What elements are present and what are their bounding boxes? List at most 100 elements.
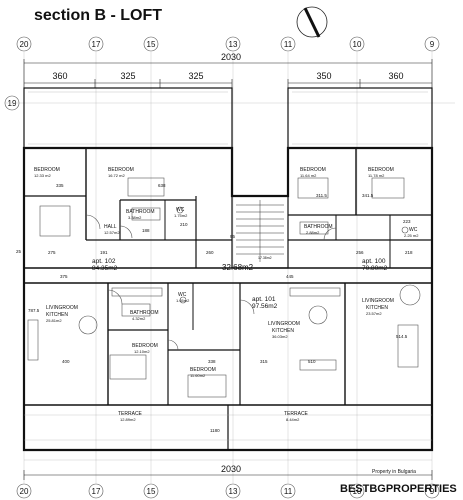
room-kitchen-left: KITCHEN — [46, 312, 68, 318]
area-bath-left-lower: 4.32m2 — [132, 316, 146, 321]
area-bath-left-upper: 3.38m2 — [128, 215, 142, 220]
axis-label: 13 — [229, 40, 238, 49]
top-dim: 350 — [316, 71, 331, 81]
bathtub-icon — [299, 221, 329, 235]
room-kitchen-right: KITCHEN — [366, 305, 388, 311]
area-bed-left-2: 16.72 m2 — [108, 173, 125, 178]
dim: 25 — [16, 249, 22, 254]
sofa-icon — [397, 324, 419, 368]
sofa-icon — [299, 359, 337, 371]
room-bathroom-left-upper: BATHROOM — [126, 209, 155, 215]
axis-bubble: 13 — [225, 36, 241, 52]
bed-icon — [127, 177, 165, 197]
top-dim: 360 — [52, 71, 67, 81]
area-bed-left-1: 12.33 m2 — [34, 173, 51, 178]
overall-width-bottom: 2030 — [221, 464, 241, 474]
door-swing-icon — [239, 299, 255, 315]
balcony-railing-top — [28, 91, 428, 145]
area-bath-right: 2.88m2 — [306, 230, 320, 235]
axis-bubble: 15 — [143, 483, 159, 499]
apt-100-area: 70.80m2 — [362, 265, 388, 272]
area-wc-left-lower: 1.65m2 — [176, 298, 190, 303]
dim: 275 — [48, 250, 56, 255]
kitchen-counter-icon — [289, 287, 341, 297]
room-bedroom-left-2: BEDROOM — [108, 167, 134, 173]
top-dim: 360 — [388, 71, 403, 81]
kitchen-counter-icon — [111, 287, 163, 297]
sofa-icon — [27, 319, 39, 361]
room-labels: BEDROOM 12.33 m2 BEDROOM 16.72 m2 BATHRO… — [34, 167, 419, 422]
furniture — [27, 177, 421, 398]
dim: 223 — [403, 219, 411, 224]
corridor-small-area: 17.38m2 — [258, 256, 272, 260]
axis-label: 11 — [284, 40, 293, 49]
room-bathroom-left-lower: BATHROOM — [130, 310, 159, 316]
axis-bubble: 9 — [424, 483, 440, 499]
axis-bubble: 20 — [16, 36, 32, 52]
dim: 338 — [208, 359, 216, 364]
apt-100-name: apt. 100 — [362, 258, 386, 265]
dim: 218 — [405, 250, 413, 255]
area-wc-right: 2.25 m2 — [404, 233, 419, 238]
dim: 311.5 — [316, 193, 327, 198]
top-dim: 325 — [120, 71, 135, 81]
axis-bubble: 11 — [280, 36, 296, 52]
area-living-left: 25.81m2 — [46, 318, 62, 323]
top-dimension-lines — [23, 59, 433, 88]
top-dim: 325 — [188, 71, 203, 81]
dim: 510 — [308, 359, 316, 364]
apt-102-area: 84.35m2 — [92, 265, 118, 272]
door-swing-icon — [85, 214, 101, 230]
axis-label: 15 — [147, 40, 156, 49]
axis-label: 9 — [430, 40, 435, 49]
watermark-subtext: Property in Bulgaria — [372, 469, 416, 475]
dim: 191 — [100, 250, 108, 255]
room-hall-left: HALL — [104, 224, 117, 230]
room-living-right: LIVINGROOM — [362, 298, 394, 304]
dim: 514.5 — [396, 334, 408, 339]
axis-bubble: 20 — [16, 483, 32, 499]
dim: 1180 — [210, 428, 220, 433]
bathtub-icon — [121, 303, 151, 317]
dim: 787.5 — [28, 308, 40, 313]
table-icon — [399, 284, 421, 306]
area-living-mid: 36.03m2 — [272, 334, 288, 339]
dim: 210 — [180, 222, 188, 227]
stairs-icon — [236, 200, 284, 262]
axis-label: 20 — [20, 487, 29, 496]
area-bed-left-3: 12.10m2 — [134, 349, 150, 354]
dim: 188 — [142, 228, 150, 233]
room-living-mid: LIVINGROOM — [268, 321, 300, 327]
axis-label: 11 — [284, 487, 293, 496]
door-swing-icon — [119, 225, 133, 239]
axis-label: 19 — [8, 99, 17, 108]
toilet-icon — [176, 206, 184, 214]
room-living-left: LIVINGROOM — [46, 305, 78, 311]
room-wc-left-lower: WC — [178, 292, 187, 298]
room-terrace-right: TERRACE — [284, 411, 309, 417]
axis-label: 9 — [430, 487, 435, 496]
apartment-tags: apt. 102 84.35m2 apt. 101 97.56m2 apt. 1… — [92, 256, 388, 310]
apt-101-area: 97.56m2 — [252, 303, 278, 310]
room-terrace-left: TERRACE — [118, 411, 143, 417]
apt-101-name: apt. 101 — [252, 296, 276, 303]
bed-icon — [39, 205, 71, 237]
bed-icon — [371, 177, 405, 199]
room-bathroom-right: BATHROOM — [304, 224, 333, 230]
room-bedroom-left-1: BEDROOM — [34, 167, 60, 173]
axis-bubble: 11 — [280, 483, 296, 499]
room-bedroom-right-1: BEDROOM — [300, 167, 326, 173]
apt-102-name: apt. 102 — [92, 258, 116, 265]
watermark-logo: BESTBGPROPERTIES Property in Bulgaria — [340, 469, 457, 495]
axis-label: 15 — [147, 487, 156, 496]
door-swing-icon — [323, 227, 337, 241]
room-bedroom-mid: BEDROOM — [190, 367, 216, 373]
door-swing-icon — [167, 339, 179, 351]
axis-label: 10 — [353, 487, 362, 496]
table-icon — [78, 315, 98, 335]
table-icon — [308, 305, 328, 325]
room-wc-left-upper: WC — [176, 207, 185, 213]
bottom-dimension-line — [23, 470, 433, 480]
dim: 95 — [230, 234, 236, 239]
